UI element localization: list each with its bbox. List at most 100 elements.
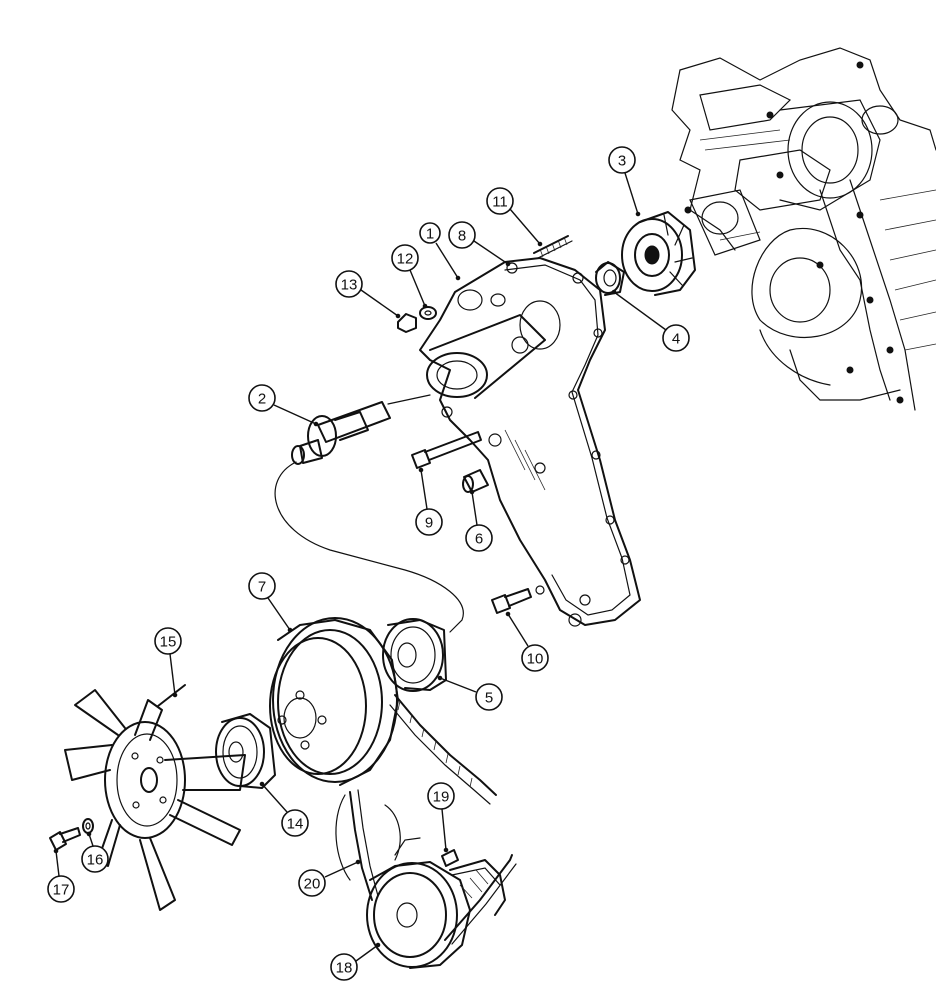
callout-leader-tip <box>635 211 641 217</box>
callout-19: 19 <box>427 782 455 853</box>
callout-leader-tip <box>422 303 428 309</box>
callout-leader-line <box>613 291 667 331</box>
callout-leader-line <box>261 783 288 813</box>
callout-17: 17 <box>47 848 75 903</box>
callout-number: 7 <box>258 579 266 596</box>
callout-leader-tip <box>86 831 92 837</box>
washer <box>419 306 437 320</box>
callout-circle <box>427 782 455 810</box>
callout-16: 16 <box>81 831 109 873</box>
callout-leader-line <box>355 944 379 962</box>
callout-number: 17 <box>53 882 70 899</box>
callout-leader-tip <box>505 261 511 267</box>
callout-circle <box>465 524 493 552</box>
callout-leader-line <box>441 808 447 851</box>
callout-number: 5 <box>485 690 493 707</box>
callout-circle <box>81 845 109 873</box>
bolt-9 <box>411 431 482 469</box>
callout-number: 1 <box>426 226 434 243</box>
callout-circle <box>335 270 363 298</box>
callout-circle <box>608 146 636 174</box>
callout-1: 1 <box>419 222 461 281</box>
callout-circle <box>475 683 503 711</box>
callout-18: 18 <box>330 942 381 981</box>
callout-number: 16 <box>87 852 104 869</box>
callout-leader-tip <box>313 421 319 427</box>
fan-bolt <box>49 827 81 851</box>
callout-number: 2 <box>258 391 266 408</box>
hex-nut <box>397 313 417 333</box>
impeller <box>621 211 696 296</box>
callout-number: 20 <box>304 876 321 893</box>
callout-number: 19 <box>433 789 450 806</box>
pump-pulley <box>269 617 399 786</box>
callout-leader-line <box>471 491 478 526</box>
bolt-10 <box>491 588 532 614</box>
callout-leader-tip <box>537 241 543 247</box>
callout-number: 10 <box>527 651 544 668</box>
callout-circle <box>391 244 419 272</box>
callout-number: 3 <box>618 153 626 170</box>
callout-leader-tip <box>355 859 361 865</box>
callout-12: 12 <box>391 244 428 309</box>
callout-circle <box>448 221 476 249</box>
callout-leader-tip <box>259 781 265 787</box>
pump-shaft-bearing <box>291 394 431 465</box>
callout-15: 15 <box>154 627 182 698</box>
callout-leader-line <box>420 469 428 510</box>
callout-leader-line <box>273 404 317 425</box>
callout-9: 9 <box>415 467 443 536</box>
callout-6: 6 <box>465 489 493 552</box>
callout-8: 8 <box>448 221 511 267</box>
callout-leader-tip <box>395 313 401 319</box>
callout-leader-line <box>360 289 399 317</box>
callout-leader-line <box>55 850 60 877</box>
callout-number: 11 <box>492 194 508 211</box>
callout-leader-line <box>507 613 529 647</box>
water-pump-housing <box>419 257 641 627</box>
fan-spacer <box>215 713 276 789</box>
callout-leader-tip <box>611 289 617 295</box>
callout-leader-tip <box>455 275 461 281</box>
callout-number: 13 <box>341 277 358 294</box>
callout-leader-line <box>473 240 509 265</box>
callout-leader-tip <box>287 627 293 633</box>
callout-leader-tip <box>375 942 381 948</box>
callout-13: 13 <box>335 270 401 319</box>
callout-leader-line <box>267 597 291 631</box>
callout-number: 18 <box>336 960 353 977</box>
callout-3: 3 <box>608 146 641 217</box>
callout-circle <box>330 953 358 981</box>
callout-circle <box>521 644 549 672</box>
callout-number: 6 <box>475 531 483 548</box>
callout-4: 4 <box>611 289 690 352</box>
callout-circle <box>281 809 309 837</box>
callout-circle <box>298 869 326 897</box>
fan-washer <box>82 818 94 834</box>
callout-circle <box>662 324 690 352</box>
callout-leader-line <box>624 172 639 215</box>
callout-leader-line <box>435 242 459 279</box>
dowel-pin <box>462 469 489 493</box>
callout-circle <box>248 384 276 412</box>
callout-number: 15 <box>160 634 177 651</box>
callout-10: 10 <box>505 611 549 672</box>
callout-number: 8 <box>458 228 466 245</box>
callout-number: 9 <box>425 515 433 532</box>
callout-circle <box>154 627 182 655</box>
callout-11: 11 <box>486 187 543 247</box>
callout-20: 20 <box>298 859 361 897</box>
callout-2: 2 <box>248 384 319 427</box>
stud <box>533 235 573 259</box>
cooling-fan <box>64 684 246 911</box>
callout-circle <box>419 222 441 244</box>
callout-7: 7 <box>248 572 293 633</box>
callout-circle <box>415 508 443 536</box>
woodruff-key <box>441 849 459 867</box>
callout-circle <box>47 875 75 903</box>
callout-number: 4 <box>672 331 680 348</box>
callout-leader-tip <box>418 467 424 473</box>
callout-leader-line <box>169 653 176 696</box>
